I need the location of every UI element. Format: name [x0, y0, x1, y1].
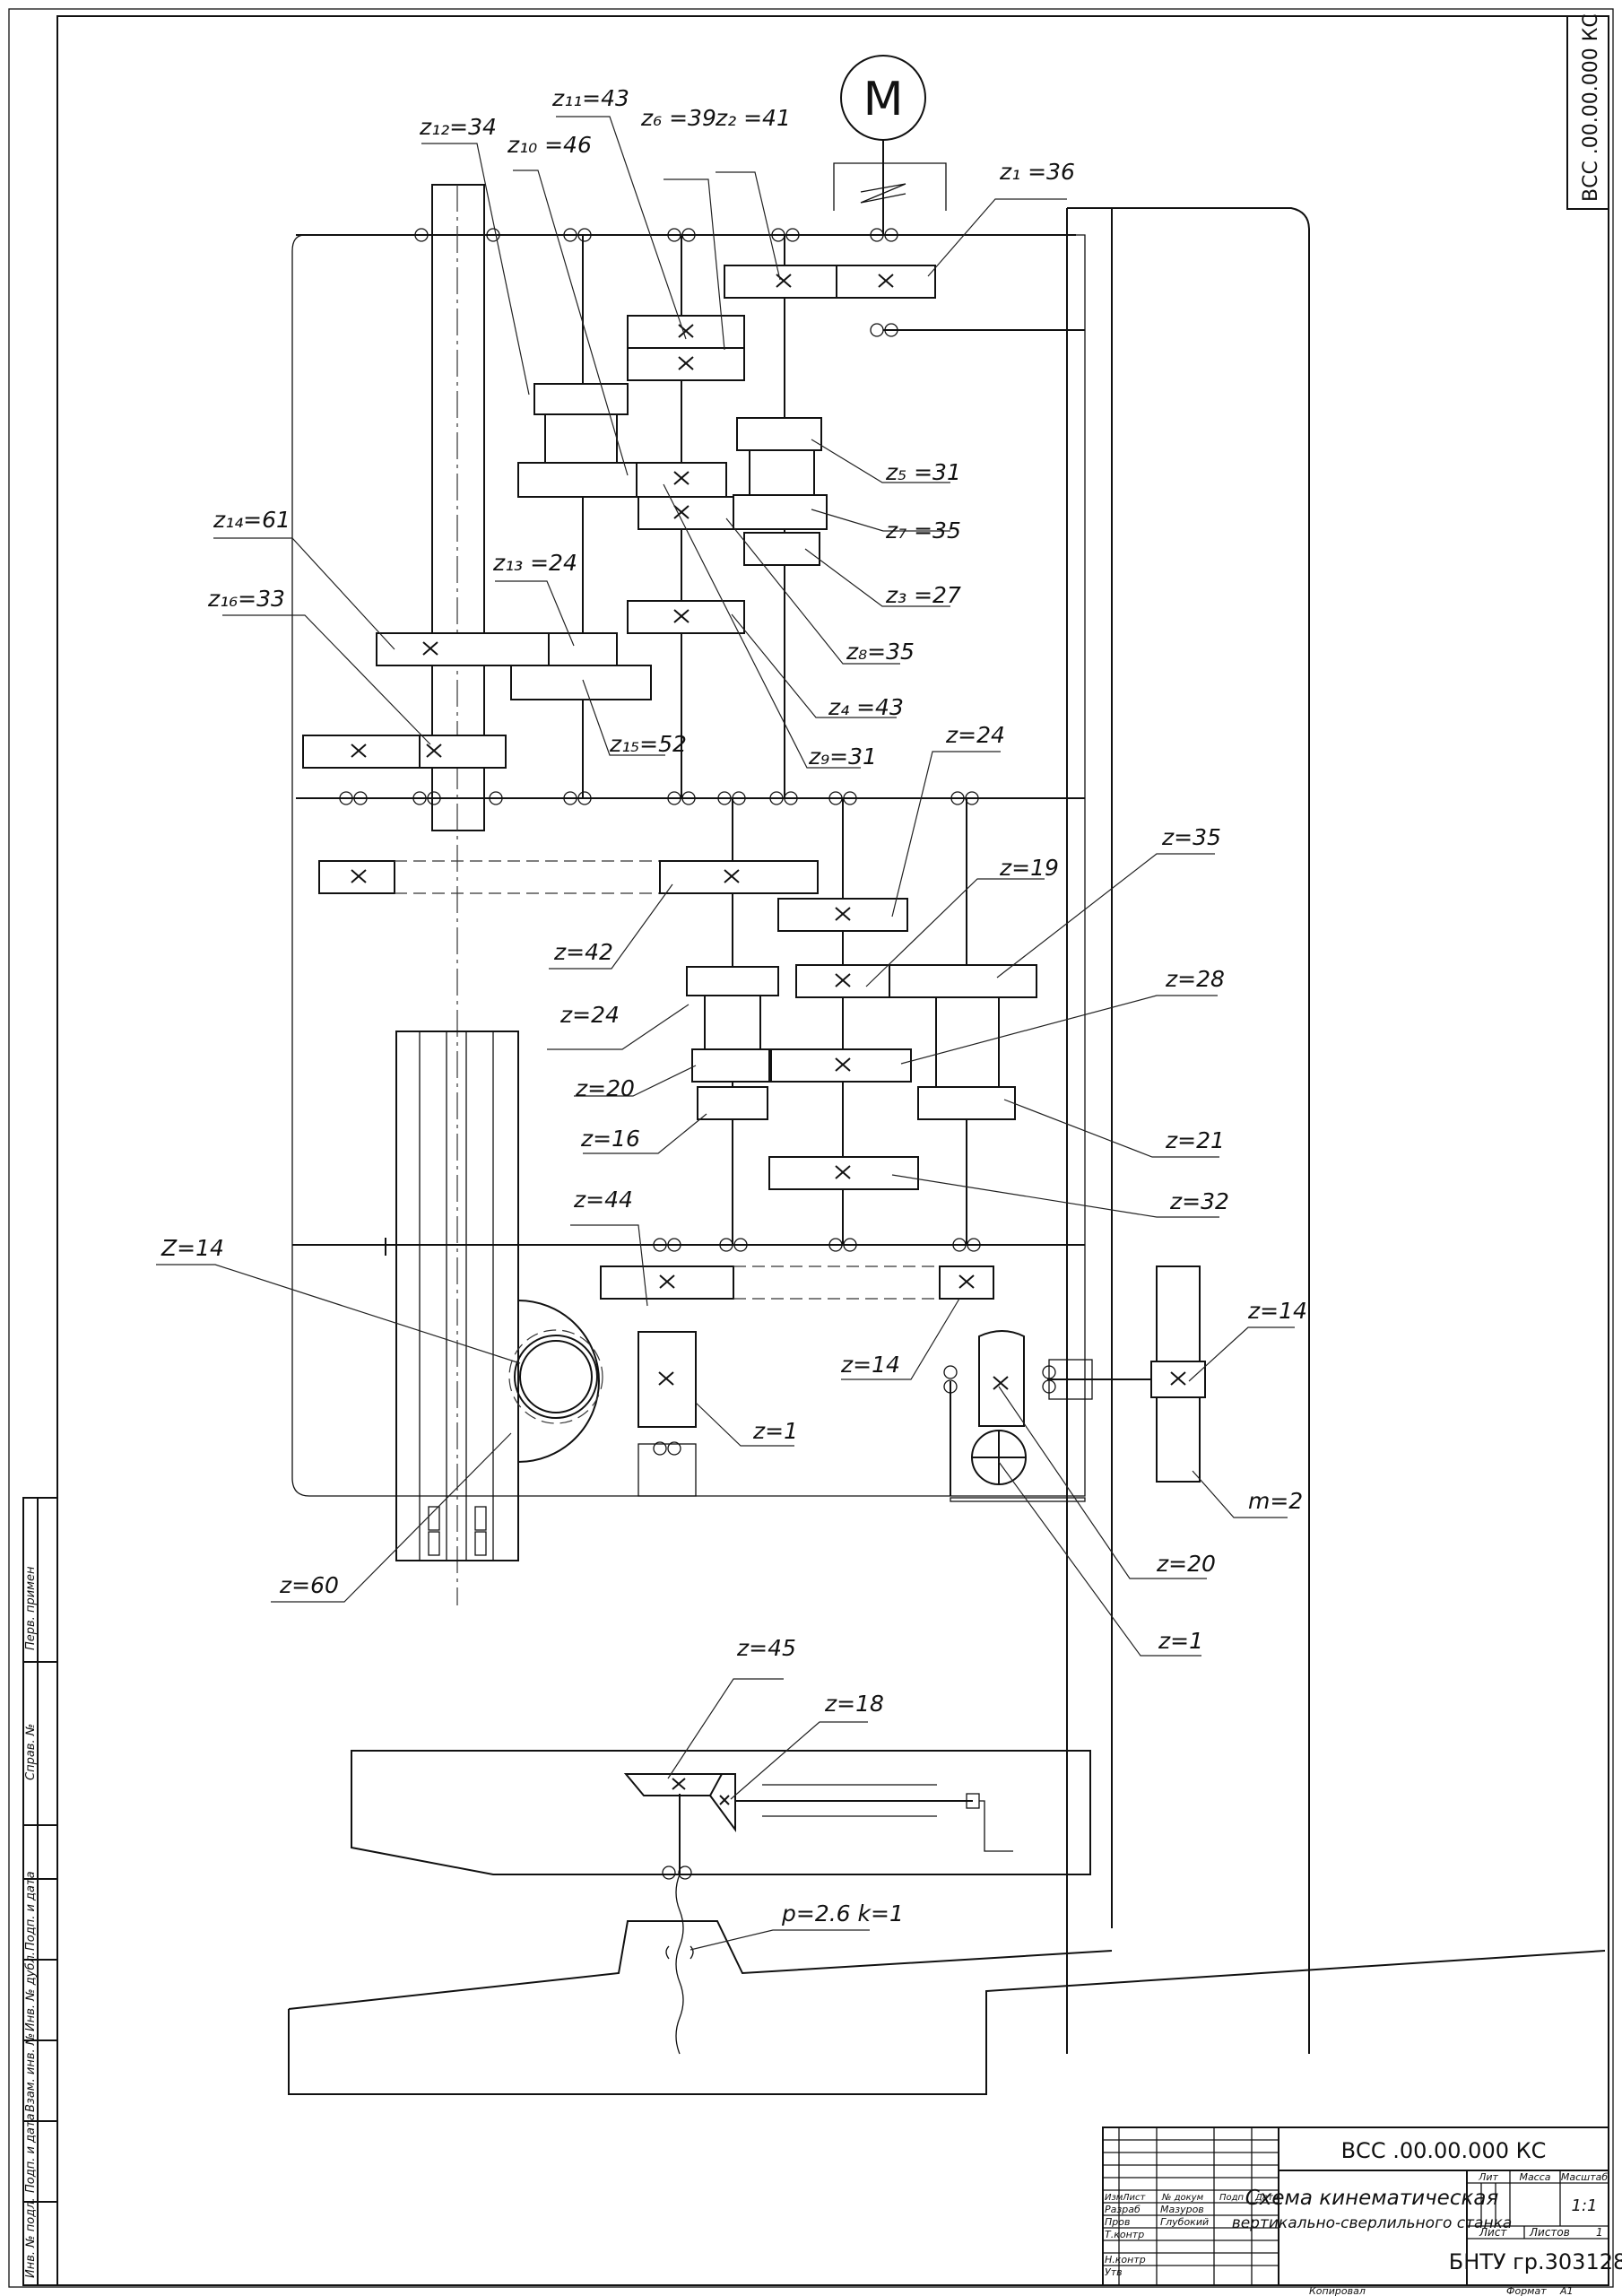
sheet-frame: ВСС .00.00.000 КС Перв. примен Справ. № … — [8, 8, 1614, 2288]
label-z2-41: z₂ =41 — [715, 105, 791, 131]
label-p-k: p=2.6 k=1 — [781, 1900, 904, 1926]
label-z12-34: z₁₂=34 — [419, 114, 497, 140]
label-z24-a: z=24 — [945, 722, 1005, 748]
label-z14-a: z=14 — [840, 1352, 900, 1378]
stamp-org: БНТУ гр.303128 — [1449, 2249, 1622, 2274]
stamp-doc-code: ВСС .00.00.000 КС — [1341, 2138, 1547, 2163]
stamp-title-2: вертикально-сверлильного станка — [1232, 2214, 1513, 2232]
label-z1-36: z₁ =36 — [999, 159, 1075, 185]
label-z1-b: z=1 — [1158, 1628, 1203, 1654]
leader-lines — [156, 116, 1295, 1951]
stamp-role-tkontr: Т.контр — [1105, 2229, 1144, 2240]
stamp-scale-label: Масштаб — [1561, 2171, 1608, 2183]
label-z60: z=60 — [279, 1572, 339, 1598]
stamp-mass-label: Масса — [1519, 2171, 1550, 2183]
gears-upper — [302, 265, 936, 894]
margin-label-podp2: Подп. и дата — [24, 2113, 38, 2193]
stamp-title-1: Схема кинематическая — [1245, 2187, 1499, 2210]
label-z42: z=42 — [553, 939, 613, 965]
stamp-scale-value: 1:1 — [1572, 2196, 1598, 2215]
motor: M — [833, 55, 947, 235]
margin-label-perv: Перв. примен — [24, 1566, 38, 1650]
label-z14-61: z₁₄=61 — [213, 507, 291, 533]
label-z13-24: z₁₃ =24 — [492, 550, 577, 576]
label-z32: z=32 — [1169, 1188, 1229, 1214]
title-block: ВСС .00.00.000 КС Схема кинематическая в… — [1102, 2126, 1622, 2296]
label-z18: z=18 — [824, 1691, 884, 1717]
stamp-name-2: Глубокий — [1160, 2216, 1209, 2228]
label-z6-39: z₆ =39 — [640, 105, 716, 131]
label-Z14-worm: Z=14 — [160, 1235, 224, 1261]
label-z1-a: z=1 — [752, 1418, 798, 1444]
label-z20-b: z=20 — [1156, 1551, 1216, 1577]
stamp-role-prov: Пров — [1105, 2216, 1130, 2228]
label-z11-43: z₁₁=43 — [551, 85, 629, 111]
stamp-sheets-label: Листов — [1529, 2226, 1570, 2239]
label-z7-35: z₇ =35 — [885, 517, 961, 544]
stamp-role-nkontr: Н.контр — [1105, 2254, 1146, 2266]
gear-labels: z₁ =36 z₂ =41 z₆ =39 z₁₁=43 z₁₀ =46 z₁₂=… — [160, 85, 1307, 1926]
stamp-role-utv: Утв — [1105, 2266, 1123, 2278]
label-z3-27: z₃ =27 — [885, 582, 961, 608]
label-z21: z=21 — [1165, 1127, 1225, 1153]
spindle-head — [292, 1031, 1206, 1561]
label-z15-52: z₁₅=52 — [609, 731, 687, 757]
stamp-sheet-label: Лист — [1479, 2226, 1507, 2239]
label-z44: z=44 — [573, 1187, 633, 1213]
label-z20-a: z=20 — [575, 1075, 635, 1101]
table-mechanism — [623, 1773, 1013, 2055]
stamp-sheets-value: 1 — [1596, 2226, 1603, 2239]
margin-label-sprav: Справ. № — [24, 1724, 38, 1780]
stamp-name-1: Мазуров — [1160, 2204, 1204, 2215]
machine-housing — [288, 207, 1606, 2095]
stamp-format-value: A1 — [1559, 2285, 1574, 2296]
gears-feed-box — [600, 860, 1037, 1300]
stamp-lit-label: Лит — [1478, 2171, 1498, 2183]
label-m2: m=2 — [1248, 1488, 1303, 1514]
margin-label-vzam: Взам. инв. № — [24, 2033, 38, 2112]
label-z4-43: z₄ =43 — [828, 694, 904, 720]
stamp-role-razrab: Разраб — [1105, 2204, 1141, 2215]
margin-label-inv-podl: Инв. № подл. — [24, 2197, 38, 2278]
stamp-col-doc: № докум — [1161, 2193, 1204, 2203]
label-z14-b: z=14 — [1247, 1298, 1307, 1324]
stamp-col-list: Лист — [1122, 2193, 1147, 2203]
stamp-col-data: Дата — [1254, 2193, 1279, 2203]
corner-code: ВСС .00.00.000 КС — [1580, 13, 1602, 202]
label-z16-33: z₁₆=33 — [207, 586, 285, 612]
label-z45: z=45 — [736, 1635, 796, 1661]
label-z10-46: z₁₀ =46 — [507, 132, 592, 158]
stamp-format-label: Формат — [1506, 2285, 1547, 2296]
label-z5-31: z₅ =31 — [885, 459, 961, 485]
margin-label-podp1: Подп. и дата — [24, 1871, 38, 1951]
label-z19: z=19 — [999, 855, 1059, 881]
stamp-copied: Копировал — [1309, 2285, 1366, 2296]
margin-label-inv-dubl: Инв. № дубл. — [24, 1952, 38, 2031]
label-z9-31: z₉=31 — [808, 744, 877, 770]
label-z28: z=28 — [1165, 966, 1225, 992]
label-z16: z=16 — [580, 1126, 640, 1152]
label-z8-35: z₈=35 — [846, 639, 915, 665]
motor-label: M — [863, 73, 904, 126]
stamp-col-izm: Изм — [1105, 2193, 1123, 2203]
stamp-col-podp: Подп — [1219, 2193, 1245, 2203]
label-z24-b: z=24 — [559, 1002, 620, 1028]
label-z35: z=35 — [1161, 824, 1221, 850]
